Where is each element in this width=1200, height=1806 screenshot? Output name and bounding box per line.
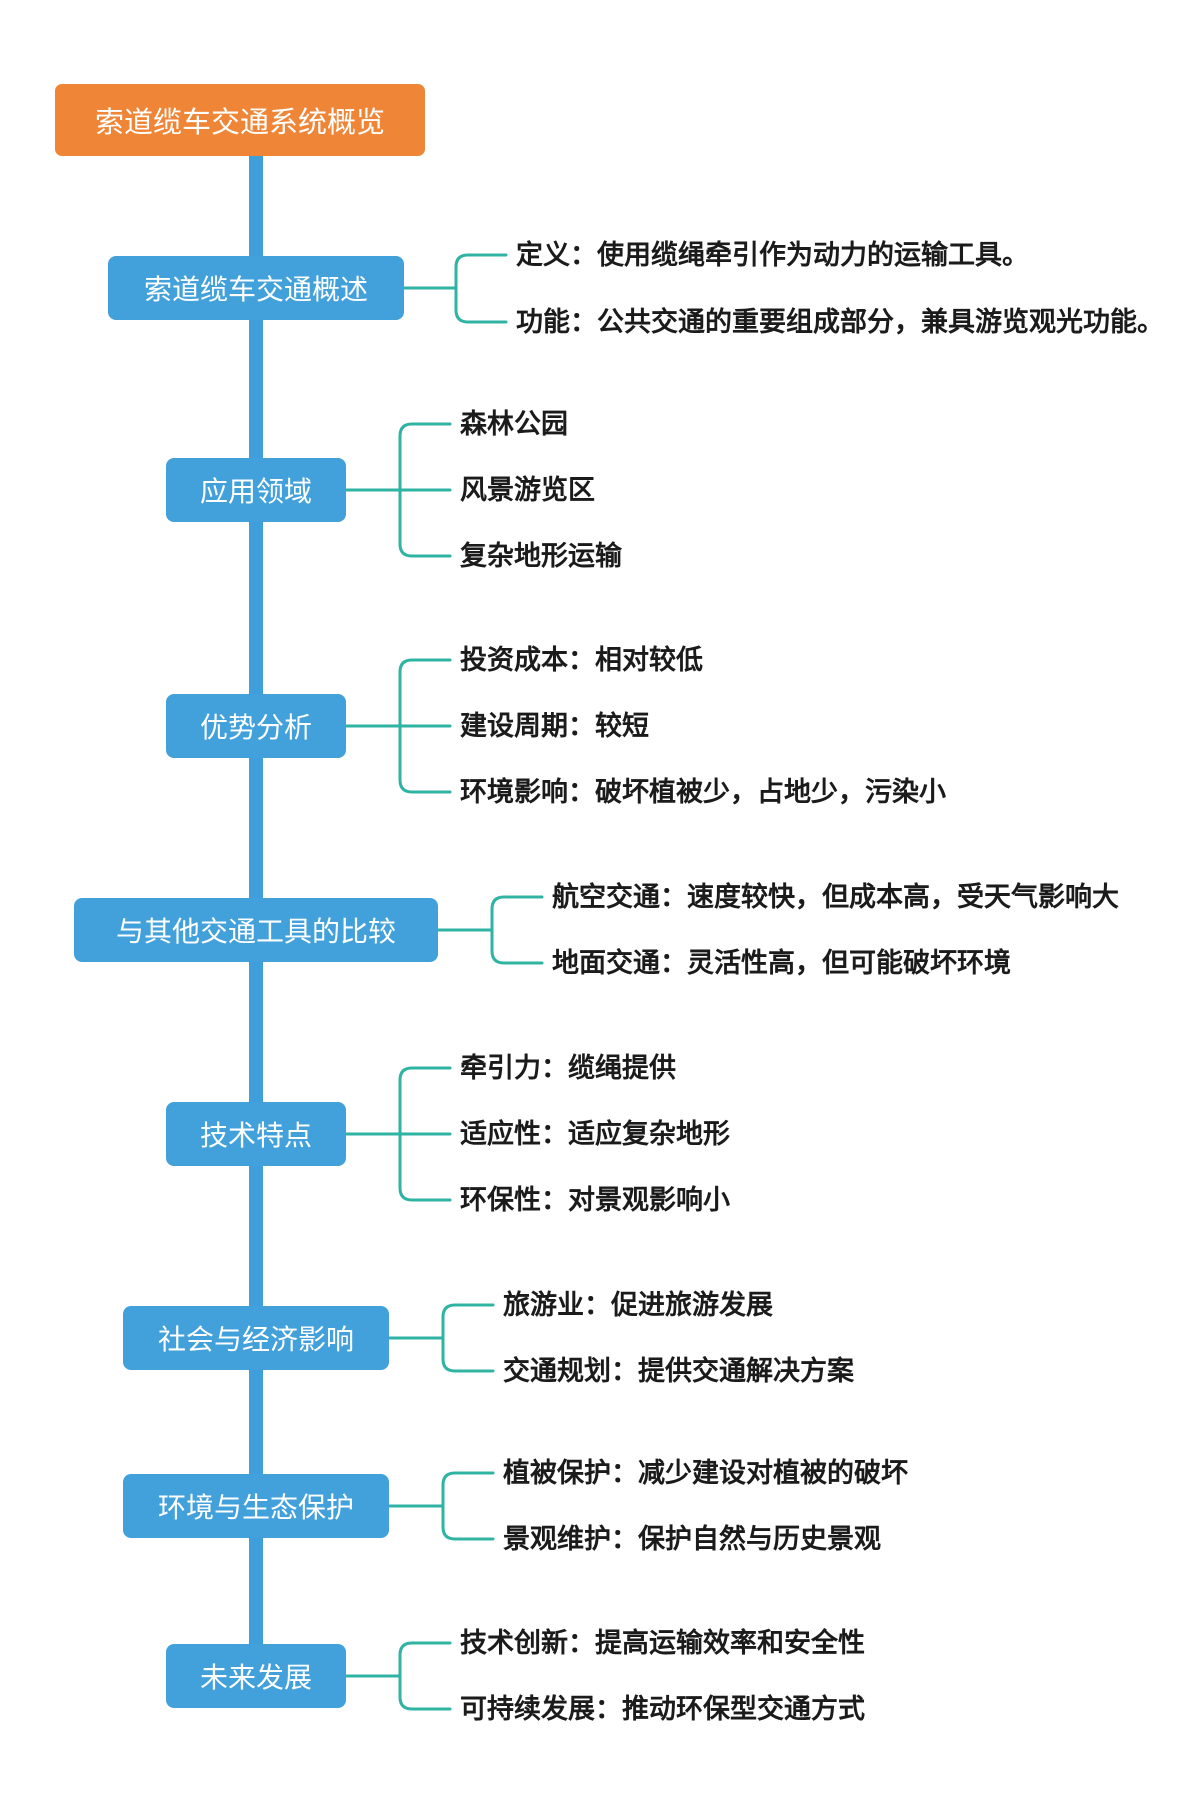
- leaf-item[interactable]: 森林公园: [460, 409, 568, 439]
- branch-node-tech[interactable]: 技术特点: [166, 1102, 346, 1166]
- connector-group-comparison: [432, 895, 544, 965]
- leaf-item[interactable]: 植被保护：减少建设对植被的破坏: [503, 1458, 908, 1488]
- root-node[interactable]: 索道缆车交通系统概览: [55, 84, 425, 156]
- branch-node-overview[interactable]: 索道缆车交通概述: [108, 256, 404, 320]
- leaf-item[interactable]: 环境影响：破坏植被少，占地少，污染小: [460, 777, 946, 807]
- leaf-item[interactable]: 定义：使用缆绳牵引作为动力的运输工具。: [516, 240, 1029, 270]
- leaf-item[interactable]: 交通规划：提供交通解决方案: [503, 1356, 854, 1386]
- leaf-item[interactable]: 建设周期：较短: [460, 711, 649, 741]
- leaf-item[interactable]: 可持续发展：推动环保型交通方式: [460, 1694, 865, 1724]
- leaf-item[interactable]: 功能：公共交通的重要组成部分，兼具游览观光功能。: [516, 307, 1164, 337]
- connector-group-advantages: [340, 658, 452, 794]
- branch-node-advantages[interactable]: 优势分析: [166, 694, 346, 758]
- connector-group-environment: [383, 1471, 495, 1541]
- leaf-item[interactable]: 适应性：适应复杂地形: [460, 1119, 730, 1149]
- leaf-item[interactable]: 投资成本：相对较低: [460, 645, 703, 675]
- leaf-item[interactable]: 旅游业：促进旅游发展: [503, 1290, 773, 1320]
- branch-node-impact[interactable]: 社会与经济影响: [123, 1306, 389, 1370]
- branch-node-environment[interactable]: 环境与生态保护: [123, 1474, 389, 1538]
- leaf-item[interactable]: 景观维护：保护自然与历史景观: [503, 1524, 881, 1554]
- leaf-item[interactable]: 风景游览区: [460, 475, 595, 505]
- branch-node-comparison[interactable]: 与其他交通工具的比较: [74, 898, 438, 962]
- leaf-item[interactable]: 技术创新：提高运输效率和安全性: [460, 1628, 865, 1658]
- branch-node-applications[interactable]: 应用领域: [166, 458, 346, 522]
- connector-group-tech: [340, 1066, 452, 1202]
- connector-group-overview: [396, 253, 508, 324]
- leaf-item[interactable]: 复杂地形运输: [460, 541, 622, 571]
- leaf-item[interactable]: 航空交通：速度较快，但成本高，受天气影响大: [552, 882, 1119, 912]
- connector-group-applications: [340, 422, 452, 558]
- leaf-item[interactable]: 牵引力：缆绳提供: [460, 1053, 676, 1083]
- leaf-item[interactable]: 环保性：对景观影响小: [460, 1185, 730, 1215]
- connector-group-impact: [383, 1303, 495, 1373]
- connector-group-future: [340, 1641, 452, 1711]
- branch-node-future[interactable]: 未来发展: [166, 1644, 346, 1708]
- leaf-item[interactable]: 地面交通：灵活性高，但可能破坏环境: [552, 948, 1011, 978]
